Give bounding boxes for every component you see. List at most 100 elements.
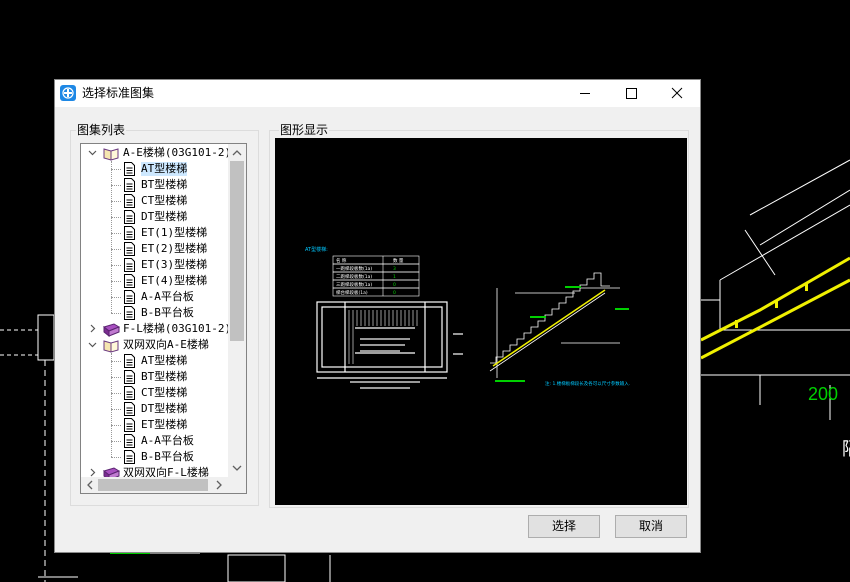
- cad-side-char: 隔: [842, 439, 850, 460]
- tree-connector: [111, 313, 121, 314]
- close-button[interactable]: [654, 80, 700, 107]
- tree-item-stair[interactable]: CT型楼梯: [81, 385, 228, 401]
- minimize-icon: [580, 93, 590, 94]
- minimize-button[interactable]: [562, 80, 608, 107]
- tree-item-stair[interactable]: DT型楼梯: [81, 209, 228, 225]
- select-button[interactable]: 选择: [528, 515, 600, 538]
- dialog-titlebar[interactable]: 选择标准图集: [55, 80, 700, 107]
- tree-item-label: ET(1)型楼梯: [141, 226, 208, 239]
- document-icon: [124, 450, 135, 464]
- tree-item-label: BT型楼梯: [141, 370, 188, 383]
- closed-book-icon: [102, 323, 121, 337]
- tree-item-stair[interactable]: ET(4)型楼梯: [81, 273, 228, 289]
- tree-item-stair[interactable]: A-A平台板: [81, 433, 228, 449]
- tree-item-label: DT型楼梯: [141, 402, 188, 415]
- tree-item-label: AT型楼梯: [141, 354, 188, 367]
- tree-item-label: AT型楼梯: [141, 162, 188, 176]
- tree-node-label: A-E楼梯(03G101-2): [123, 146, 232, 159]
- document-icon: [124, 226, 135, 240]
- standard-atlas-dialog: 选择标准图集 图集列表 图形显示 A-E楼梯(03G101-2) AT型楼梯 BT型…: [54, 79, 701, 553]
- tree-item-label: CT型楼梯: [141, 386, 188, 399]
- tree-connector: [111, 249, 121, 250]
- tree-connector: [111, 217, 121, 218]
- document-icon: [124, 194, 135, 208]
- chevron-down-icon[interactable]: [88, 340, 97, 349]
- tree-item-stair[interactable]: A-A平台板: [81, 289, 228, 305]
- tree-node-label: 双网双向F-L楼梯: [123, 466, 209, 479]
- atlas-list-label: 图集列表: [76, 123, 127, 137]
- tree-item-stair[interactable]: BT型楼梯: [81, 369, 228, 385]
- tree-connector: [111, 297, 121, 298]
- tree-node-atlas[interactable]: 双网双向A-E楼梯: [81, 337, 228, 353]
- tree-item-label: ET(3)型楼梯: [141, 258, 208, 271]
- stair-section: [489, 272, 620, 378]
- document-icon: [124, 210, 135, 224]
- tree-item-stair[interactable]: CT型楼梯: [81, 193, 228, 209]
- tree-item-stair[interactable]: ET(1)型楼梯: [81, 225, 228, 241]
- document-icon: [124, 434, 135, 448]
- tree-connector: [111, 265, 121, 266]
- tree-node-label: 双网双向A-E楼梯: [123, 338, 209, 351]
- tree-item-stair[interactable]: AT型楼梯: [81, 161, 228, 177]
- tree-item-stair[interactable]: B-B平台板: [81, 449, 228, 465]
- tree-item-label: ET(2)型楼梯: [141, 242, 208, 255]
- tree-item-stair[interactable]: B-B平台板: [81, 305, 228, 321]
- stair-section-rebar: [492, 289, 606, 367]
- preview-label: 图形显示: [279, 123, 330, 137]
- document-icon: [124, 402, 135, 416]
- document-icon: [124, 370, 135, 384]
- tree-node-atlas[interactable]: F-L楼梯(03G101-2): [81, 321, 232, 337]
- tree-connector: [111, 377, 121, 378]
- tree-item-label: CT型楼梯: [141, 194, 188, 207]
- vscroll-graphics: [230, 150, 244, 471]
- tree-node-label: F-L楼梯(03G101-2): [123, 322, 232, 335]
- tree-connector: [111, 361, 121, 362]
- preview-note: 注: 1.楼梯板梯段长及各可以尺寸参数输入.: [545, 380, 630, 387]
- stair-plan-treads: [348, 310, 418, 364]
- preview-table-cell: 0: [393, 290, 396, 296]
- document-icon: [124, 418, 135, 432]
- tree-item-label: B-B平台板: [141, 450, 194, 463]
- tree-connector: [111, 457, 121, 458]
- scroll-corner: [228, 477, 246, 493]
- stair-drawing: AT型楼梯: 名 称数 量一跑梯段板数(1a)3二跑梯段板数(1a)1三跑梯段板…: [305, 246, 630, 389]
- cad-dim-200: 200: [808, 384, 838, 404]
- tree-item-stair[interactable]: AT型楼梯: [81, 353, 228, 369]
- tree-item-stair[interactable]: ET型楼梯: [81, 417, 228, 433]
- tree-item-label: A-A平台板: [141, 434, 194, 447]
- document-icon: [124, 242, 135, 256]
- preview-table-cell: 一跑梯段板数(1a): [336, 265, 372, 272]
- plan-annotations: [350, 333, 463, 389]
- tree-item-stair[interactable]: DT型楼梯: [81, 401, 228, 417]
- stair-plan: [316, 301, 448, 379]
- document-icon: [124, 290, 135, 304]
- preview-table-cell: 3: [393, 266, 396, 272]
- tree-node-atlas[interactable]: A-E楼梯(03G101-2): [81, 145, 232, 161]
- tree-connector: [111, 393, 121, 394]
- tree-item-label: BT型楼梯: [141, 178, 188, 191]
- tree-horizontal-scrollbar[interactable]: [81, 477, 228, 493]
- hscroll-graphics: [87, 479, 222, 491]
- maximize-icon: [626, 88, 637, 99]
- tree-item-stair[interactable]: ET(2)型楼梯: [81, 241, 228, 257]
- tree-item-stair[interactable]: BT型楼梯: [81, 177, 228, 193]
- tree-item-label: ET(4)型楼梯: [141, 274, 208, 287]
- atlas-list-group: [70, 130, 259, 506]
- cancel-button[interactable]: 取消: [615, 515, 687, 538]
- close-icon: [671, 87, 683, 99]
- chevron-right-icon[interactable]: [88, 468, 97, 477]
- tree-item-stair[interactable]: ET(3)型楼梯: [81, 257, 228, 273]
- document-icon: [124, 354, 135, 368]
- maximize-button[interactable]: [608, 80, 654, 107]
- preview-table-cell: 三跑梯段板数(1a): [336, 281, 372, 288]
- preview-table-cell: 二跑梯段板数(1a): [336, 273, 372, 280]
- tree-vertical-scrollbar[interactable]: [228, 144, 246, 477]
- chevron-down-icon[interactable]: [88, 148, 97, 157]
- section-labels: [495, 286, 629, 382]
- preview-group: [269, 130, 689, 508]
- preview-table-row: [332, 287, 420, 297]
- tree-connector: [111, 353, 112, 457]
- chevron-right-icon[interactable]: [88, 324, 97, 333]
